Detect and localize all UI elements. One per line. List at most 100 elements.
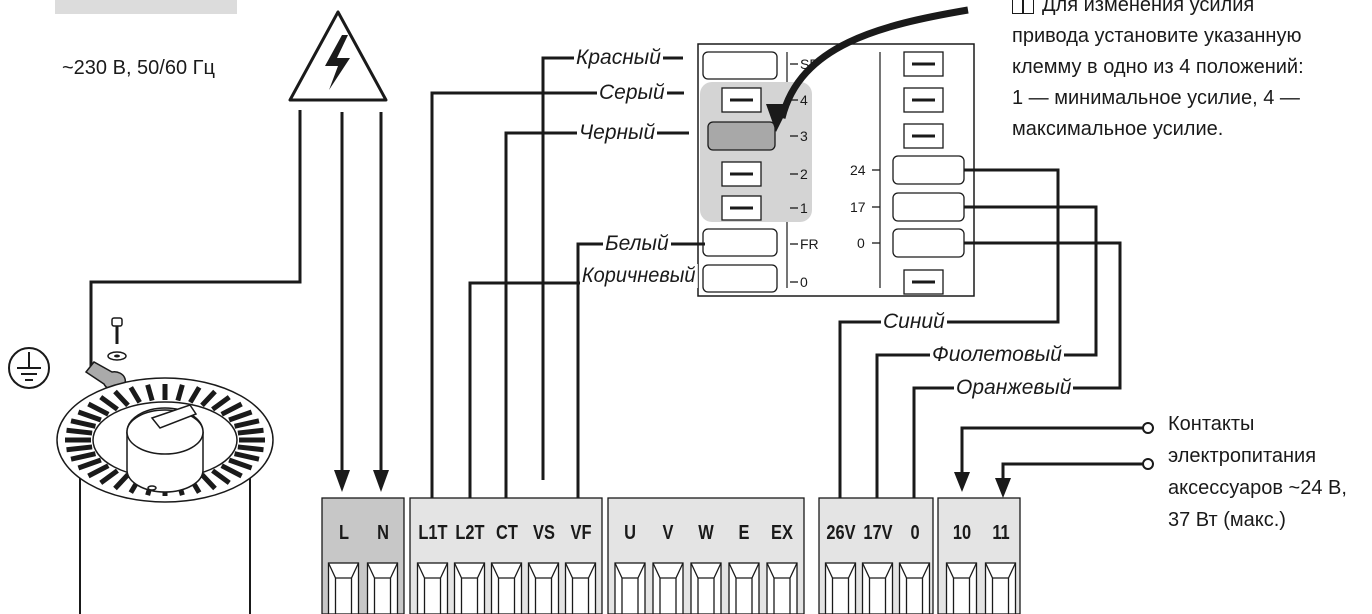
terminal-ex: EX: [771, 522, 793, 544]
terminal-l2t: L2T: [454, 522, 485, 544]
ground-icon: [8, 347, 50, 389]
motor-fin: [77, 457, 102, 471]
tick-2: 2: [800, 166, 808, 182]
terminal-screw-11: [984, 562, 1017, 614]
motor-fin: [99, 395, 119, 412]
motor-fin: [66, 427, 93, 436]
note-line-4: 1 — минимальное усилие, 4 —: [1012, 87, 1300, 109]
note-line-5: максимальное усилие.: [1012, 118, 1224, 140]
terminal-l: L: [338, 522, 349, 544]
terminal-screw-e: [728, 562, 760, 614]
acc-line-2: электропитания: [1168, 445, 1317, 467]
terminal-screw-w: [690, 562, 722, 614]
motor-fin: [237, 444, 264, 453]
header-tab: [55, 0, 237, 14]
acc-line-4: 37 Вт (макс.): [1168, 509, 1286, 531]
motor-fin: [145, 384, 155, 402]
tick-fr: FR: [800, 236, 819, 252]
terminal-screw-26v: [824, 562, 857, 614]
terminal-l1t: L1T: [417, 522, 448, 544]
note-line-2: привода установите указанную: [1012, 25, 1302, 47]
terminal-screw-17v: [861, 562, 894, 614]
terminal-10: 10: [952, 522, 971, 544]
tick-sp: SP: [800, 56, 819, 72]
terminal-w: W: [698, 522, 714, 544]
supply-label: ~230 В, 50/60 Гц: [62, 57, 215, 79]
note-line-1: Для изменения усилия: [1042, 0, 1255, 16]
wire-label-black: Черный: [577, 121, 658, 145]
terminal-screw-l: [327, 562, 360, 614]
terminal-screw-v: [652, 562, 684, 614]
terminal-screw-ct: [490, 562, 523, 614]
wire-label-blue: Синий: [881, 310, 947, 334]
tick-0: 0: [800, 274, 808, 290]
terminal-screw-u: [614, 562, 646, 614]
acc-line-1: Контакты: [1168, 413, 1255, 435]
wire-label-violet: Фиолетовый: [930, 343, 1064, 367]
wire-label-grey: Серый: [597, 81, 667, 105]
transformer-left-slots: [702, 51, 778, 293]
acc-line-3: аксессуаров ~24 В,: [1168, 477, 1347, 499]
high-voltage-icon: [288, 10, 388, 102]
terminal-u: U: [624, 522, 636, 544]
terminal-blocks: [321, 497, 1021, 614]
terminal-26v: 26V: [825, 522, 856, 544]
book-icon: [1012, 0, 1034, 14]
motor-fin: [220, 463, 243, 479]
terminal-e: E: [738, 522, 750, 544]
motor-fin: [113, 389, 130, 408]
terminal-v: V: [662, 522, 674, 544]
motor-fin: [87, 401, 110, 417]
motor-fin: [175, 384, 185, 402]
wire-label-red: Красный: [574, 46, 663, 70]
terminal-n: N: [376, 522, 389, 544]
terminal-0: 0: [909, 522, 920, 544]
motor-fin: [228, 409, 253, 423]
motor-fin: [200, 472, 217, 491]
terminal-11: 11: [991, 522, 1010, 544]
terminal-17v: 17V: [862, 522, 893, 544]
motor-fin: [211, 395, 231, 412]
tick-17: 17: [850, 199, 866, 215]
accessories-note: Контакты электропитания аксессуаров ~24 …: [1168, 408, 1347, 536]
motor-fin: [77, 409, 102, 423]
motor-fin: [128, 386, 142, 404]
tick-4: 4: [800, 92, 808, 108]
note-line-3: клемму в одно из 4 положений:: [1012, 56, 1304, 78]
motor-fin: [188, 386, 202, 404]
motor: [56, 377, 274, 614]
terminal-screw-0: [898, 562, 931, 614]
motor-fin: [70, 451, 97, 462]
tick-3: 3: [800, 128, 808, 144]
tick-24: 24: [850, 162, 866, 178]
terminal-screw-l1t: [416, 562, 449, 614]
terminal-vs: VS: [532, 522, 555, 544]
motor-fin: [233, 451, 260, 462]
wire-label-white: Белый: [603, 232, 671, 256]
motor-fin: [233, 418, 260, 429]
motor-fin: [237, 427, 264, 436]
motor-fin: [66, 444, 93, 453]
motor-fin: [99, 468, 119, 485]
wire-label-orange: Оранжевый: [954, 376, 1074, 400]
terminal-screw-10: [945, 562, 978, 614]
force-adjust-note: Для изменения усилия привода установите …: [1012, 0, 1304, 145]
motor-fin: [228, 457, 253, 471]
terminal-screw-ex: [766, 562, 798, 614]
terminal-screw-vs: [527, 562, 560, 614]
terminal-ct: CT: [495, 522, 518, 544]
terminal-screw-vf: [564, 562, 597, 614]
tick-out-0: 0: [857, 235, 865, 251]
motor-fin: [113, 472, 130, 491]
motor-fin: [220, 401, 243, 417]
motor-fin: [70, 418, 97, 429]
wire-label-brown: Коричневый: [580, 264, 698, 288]
terminal-vf: VF: [570, 522, 591, 544]
tick-1: 1: [800, 200, 808, 216]
motor-fin: [87, 463, 110, 479]
terminal-screw-n: [366, 562, 399, 614]
motor-fin: [211, 468, 231, 485]
terminal-screw-l2t: [453, 562, 486, 614]
transformer-right-slots: [892, 51, 965, 295]
